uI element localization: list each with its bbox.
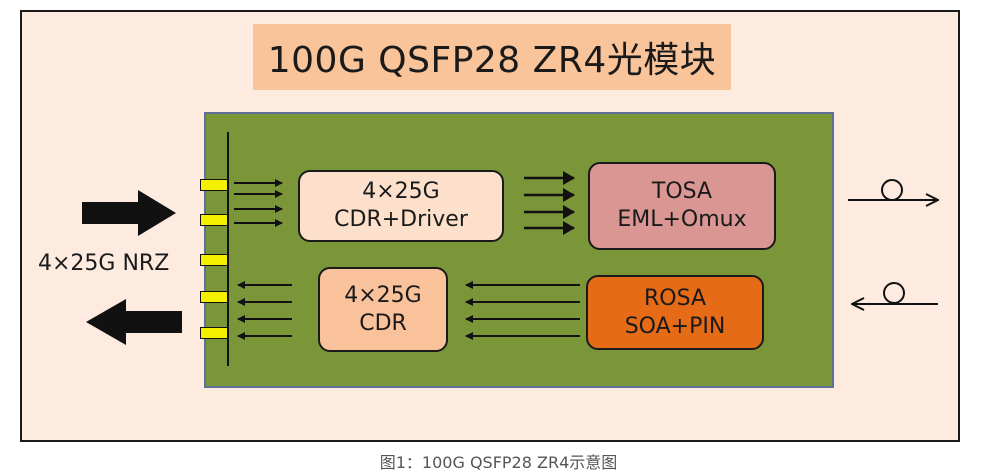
fiber-out-icon [848, 179, 938, 200]
rx-lane-arrows-1 [237, 281, 292, 340]
cdr-driver-line1: 4×25G [362, 179, 440, 204]
tx-lane-arrows-1 [234, 179, 283, 227]
tosa-line1: TOSA [651, 179, 713, 204]
rosa-line1: ROSA [643, 285, 707, 311]
connector-pin [200, 214, 228, 226]
diagram-title: 100G QSFP28 ZR4光模块 [253, 24, 731, 90]
cdr-line1: 4×25G [344, 282, 422, 308]
tx-lane-arrows-2 [524, 171, 575, 235]
connector-pin [200, 254, 228, 266]
input-big-arrow [82, 190, 176, 236]
figure-caption: 图1：100G QSFP28 ZR4示意图 [379, 453, 618, 472]
rosa-line2: SOA+PIN [624, 313, 726, 339]
connector-pin [200, 179, 228, 191]
tosa-line2: EML+Omux [617, 207, 747, 232]
fiber-in-icon [852, 282, 938, 304]
connector-pin [200, 327, 228, 339]
cdr-line2: CDR [359, 310, 407, 336]
connector-pin [200, 291, 228, 303]
cdr-driver-block: 4×25G CDR+Driver [298, 170, 504, 242]
rx-lane-arrows-2 [465, 281, 580, 340]
edge-connector-line [227, 132, 229, 366]
output-big-arrow [86, 299, 182, 345]
tosa-block: TOSA EML+Omux [588, 162, 776, 250]
rosa-block: ROSA SOA+PIN [586, 275, 764, 350]
cdr-block: 4×25G CDR [318, 267, 448, 352]
cdr-driver-line2: CDR+Driver [334, 207, 468, 232]
nrz-label: 4×25G NRZ [38, 251, 170, 276]
